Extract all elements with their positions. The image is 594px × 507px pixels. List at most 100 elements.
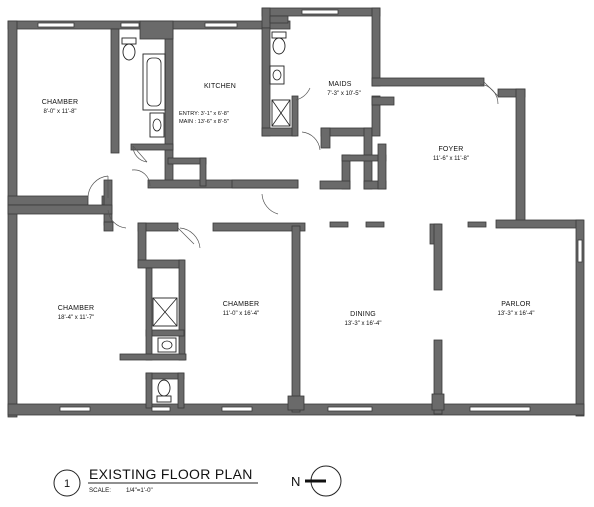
room-name-kitchen: KITCHEN	[204, 83, 236, 90]
door-swing-mid-chamber	[179, 227, 201, 249]
drawing-title: EXISTING FLOOR PLAN	[89, 466, 253, 482]
window-south-2	[151, 406, 171, 412]
scale-value: 1/4"=1'-0"	[126, 487, 153, 494]
door-swing-bath-nw	[132, 145, 148, 163]
window-kitchen	[204, 22, 238, 28]
window-south-3	[221, 406, 253, 412]
wall-chamber-nw-south	[7, 195, 89, 206]
drawing-number-circle	[53, 469, 81, 497]
sink-south	[157, 337, 177, 353]
door-swing-chamber-nw	[87, 175, 109, 199]
sink-nw	[149, 112, 165, 138]
wall-foyer-jamb	[371, 96, 395, 106]
window-east-1	[577, 239, 583, 263]
room-name-dining: DINING	[350, 311, 376, 318]
wall-maids-bath-top	[269, 15, 289, 24]
door-swing-corridor-s	[261, 193, 279, 215]
room-labels: CHAMBER 8'-0" x 11'-8" KITCHEN ENTRY: 3'…	[42, 81, 535, 327]
wall-foyer-east	[515, 88, 526, 224]
sink-maids	[269, 65, 285, 85]
fixtures	[121, 31, 291, 403]
wall-bath-s-wc-r	[177, 372, 185, 409]
wall-bath-s-west	[145, 267, 153, 361]
room-dims-foyer: 11'-6" x 11'-8"	[433, 156, 469, 162]
bathtub-inner	[146, 57, 162, 107]
room-dims-chamber-nw: 8'-0" x 11'-8"	[43, 109, 76, 115]
wall-maids-bath-side	[291, 95, 299, 137]
windows	[37, 9, 583, 412]
toilet-tank-maids	[271, 31, 287, 39]
toilet-bowl-maids	[272, 37, 286, 55]
wall-mid-dining	[291, 225, 301, 413]
window-bath-top	[120, 22, 140, 28]
room-name-maids: MAIDS	[328, 81, 351, 88]
wall-sw-chamber-north	[7, 204, 113, 215]
title-block: 1 EXISTING FLOOR PLAN SCALE: 1/4"=1'-0" …	[53, 465, 342, 497]
wall-dining-parlor-stub	[431, 393, 445, 411]
toilet-bowl-south	[157, 379, 171, 397]
wall-parlor-north	[495, 219, 584, 229]
wall-dining-parlor-low	[433, 339, 443, 415]
room-dims-chamber-sw: 18'-4" x 11'-7"	[58, 315, 94, 321]
drawing-number: 1	[64, 478, 70, 490]
wall-mid-dining-pier	[287, 395, 305, 411]
door-swing-corridor	[107, 209, 127, 229]
room-name-chamber-nw: CHAMBER	[42, 99, 78, 106]
sink-maids-basin	[272, 69, 282, 81]
wall-bath-top-dark	[139, 20, 174, 40]
room-name-foyer: FOYER	[438, 146, 463, 153]
north-label: N	[291, 474, 300, 489]
door-swing-kitchen	[131, 169, 151, 187]
room-dims-parlor: 13'-3" x 16'-4"	[498, 311, 535, 317]
wall-mid-chamber-north-r	[212, 222, 306, 232]
wall-closet-base	[319, 180, 351, 190]
wall-dining-north-1	[329, 221, 349, 228]
room-name-parlor: PARLOR	[501, 301, 530, 308]
room-name-chamber-mid: CHAMBER	[223, 301, 259, 308]
wall-bath-south	[130, 143, 174, 151]
window-south-5	[469, 406, 531, 412]
wall-bath-s-top	[137, 259, 185, 269]
room-dims-dining: 13'-3" x 16'-4"	[345, 321, 382, 327]
door-swings	[87, 81, 499, 249]
wall-bath-s-bottom	[119, 353, 187, 361]
room-name-chamber-sw: CHAMBER	[58, 305, 94, 312]
toilet-bowl-nw	[122, 43, 136, 61]
room-dims-chamber-mid: 11'-0" x 16'-4"	[223, 311, 259, 317]
wall-maids-step	[261, 7, 271, 29]
wall-kitchen-pantry-r	[199, 157, 207, 187]
walls	[7, 7, 585, 418]
wall-foyer-north	[371, 77, 485, 87]
toilet-tank-south	[156, 395, 172, 403]
sink-south-basin	[161, 340, 173, 350]
wall-kitchen-maids	[261, 27, 271, 137]
wall-west-exterior	[7, 20, 18, 418]
wall-dining-north-3	[467, 221, 487, 228]
wall-bath-s-wc	[145, 372, 153, 409]
wall-dining-north-2	[365, 221, 385, 228]
window-south-4	[327, 406, 373, 412]
toilet-tank-nw	[121, 37, 137, 45]
window-south-1	[59, 406, 91, 412]
bathtub	[142, 53, 166, 111]
wall-maids-east-upper	[371, 7, 381, 87]
scale-label: SCALE:	[89, 487, 111, 494]
door-swing-maids	[301, 131, 321, 151]
wall-bath-s-east	[178, 259, 186, 361]
wall-chamber-nw-east	[110, 28, 120, 154]
sink-nw-basin	[152, 118, 162, 132]
wall-corridor-east	[231, 179, 299, 189]
wall-maids-bath-south	[261, 127, 297, 137]
room-dims-kitchen-main: MAIN : 13'-6" x 8'-5"	[179, 119, 229, 125]
door-swing-maids-bath	[295, 87, 311, 101]
wall-east-exterior	[575, 219, 585, 417]
wall-dining-parlor-pier	[433, 223, 443, 291]
wall-corridor-south-l	[103, 221, 114, 232]
wall-maids-south-stub	[320, 127, 331, 149]
wall-closet-right	[377, 143, 387, 190]
window-nw-1	[37, 22, 75, 28]
room-dims-kitchen-entry: ENTRY: 3'-1" x 6'-8"	[179, 111, 229, 117]
window-maids	[301, 9, 339, 15]
room-dims-maids: 7'-3" x 10'-5"	[327, 91, 361, 97]
